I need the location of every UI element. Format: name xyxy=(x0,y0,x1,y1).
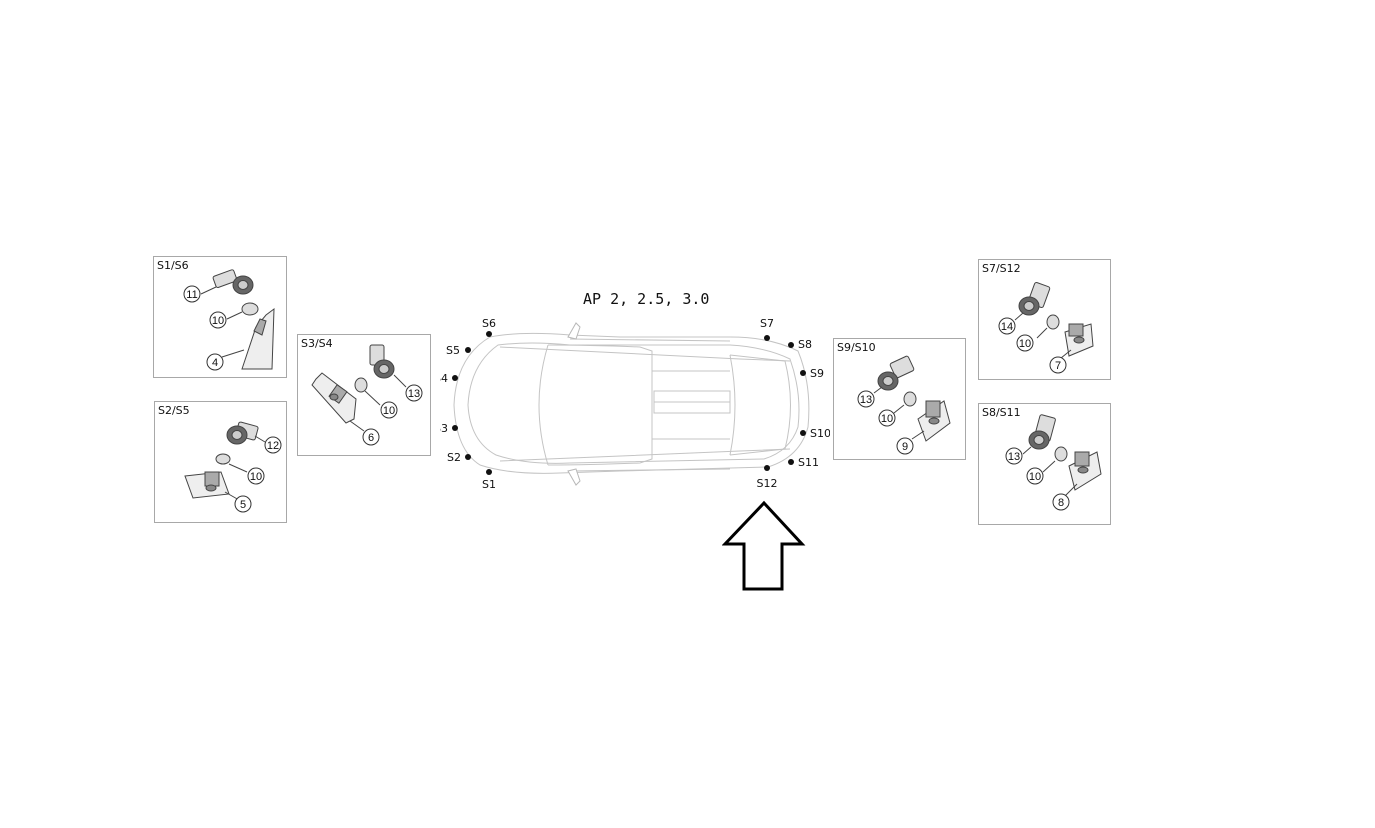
callout-number: 10 xyxy=(881,413,893,425)
sensor-bracket-icon xyxy=(221,307,275,370)
callout-number: 12 xyxy=(267,440,279,452)
sensor-label-s9: S9 xyxy=(810,367,824,380)
parking-sensor-icon xyxy=(873,355,915,394)
callout-number: 8 xyxy=(1058,497,1064,509)
callout-number: 10 xyxy=(212,315,224,327)
sensor-label-s4: S4 xyxy=(440,372,448,385)
panel-s7-s12: 14 10 7 S7/S12 xyxy=(978,259,1111,380)
sensor-points xyxy=(452,331,806,475)
sensor-label-s3: S3 xyxy=(440,422,448,435)
sensor-dot-s2 xyxy=(465,454,471,460)
sensor-dot-s10 xyxy=(800,430,806,436)
grommet-icon xyxy=(354,377,381,406)
sensor-dot-s5 xyxy=(465,347,471,353)
grommet-icon xyxy=(1036,314,1060,339)
sensor-dot-s12 xyxy=(764,465,770,471)
callout-number: 10 xyxy=(1029,471,1041,483)
callout-number: 7 xyxy=(1055,360,1061,372)
callout-number: 6 xyxy=(368,432,374,444)
sensor-bracket-icon xyxy=(184,471,240,501)
grommet-icon xyxy=(215,453,248,473)
car-top-view-icon: S1 S2 S3 S4 S5 S6 S7 S8 S9 S10 S11 S12 xyxy=(440,317,830,491)
sensor-dot-s6 xyxy=(486,331,492,337)
panel-s8-s11: 13 10 8 S8/S11 xyxy=(978,403,1111,525)
sensor-label-s7: S7 xyxy=(760,317,774,330)
panel-title: S9/S10 xyxy=(837,341,876,354)
panel-s1-s6: 11 10 4 S1/S6 xyxy=(153,256,287,378)
sensor-label-s1: S1 xyxy=(482,478,496,491)
parking-sensor-icon xyxy=(200,269,254,295)
parking-sensor-icon xyxy=(1022,414,1056,455)
parking-sensor-icon xyxy=(1014,281,1051,321)
diagram-title: AP 2, 2.5, 3.0 xyxy=(583,290,710,308)
grommet-icon xyxy=(893,391,917,414)
sensor-label-s12: S12 xyxy=(757,477,778,490)
sensor-bracket-icon xyxy=(311,372,365,432)
sensor-label-s8: S8 xyxy=(798,338,812,351)
sensor-assembly-drawing: 13 10 6 xyxy=(311,344,423,446)
parking-sensor-icon xyxy=(226,421,266,445)
sensor-label-s5: S5 xyxy=(446,344,460,357)
panel-title: S3/S4 xyxy=(301,337,333,350)
callout-number: 4 xyxy=(212,357,218,369)
grommet-icon xyxy=(226,302,259,320)
sensor-label-s10: S10 xyxy=(810,427,830,440)
up-arrow-outline-icon xyxy=(722,500,806,591)
sensor-assembly-drawing: 11 10 4 xyxy=(183,269,275,371)
callout-number: 13 xyxy=(860,394,872,406)
panel-title: S7/S12 xyxy=(982,262,1021,275)
sensor-assembly-drawing: 14 10 7 xyxy=(998,281,1094,374)
sensor-label-s6: S6 xyxy=(482,317,496,330)
sensor-assembly-drawing: 13 10 8 xyxy=(1005,414,1102,511)
parking-sensor-icon xyxy=(369,344,407,388)
sensor-label-s11: S11 xyxy=(798,456,819,469)
callout-number: 13 xyxy=(408,388,420,400)
sensor-dot-s8 xyxy=(788,342,794,348)
sensor-assembly-drawing: 13 10 9 xyxy=(857,355,951,455)
callout-number: 13 xyxy=(1008,451,1020,463)
sensor-bracket-icon xyxy=(1060,323,1094,359)
sensor-bracket-icon xyxy=(911,400,951,442)
sensor-dot-s7 xyxy=(764,335,770,341)
sensor-bracket-icon xyxy=(1064,451,1102,497)
callout-number: 5 xyxy=(240,499,246,511)
sensor-dot-s9 xyxy=(800,370,806,376)
callout-number: 11 xyxy=(186,289,197,301)
callout-number: 14 xyxy=(1001,321,1013,333)
grommet-icon xyxy=(1042,446,1068,473)
sensor-label-s2: S2 xyxy=(447,451,461,464)
callout-number: 10 xyxy=(250,471,262,483)
sensor-dot-s3 xyxy=(452,425,458,431)
callout-number: 10 xyxy=(1019,338,1031,350)
panel-s9-s10: 13 10 9 S9/S10 xyxy=(833,338,966,460)
sensor-dot-s4 xyxy=(452,375,458,381)
callout-number: 10 xyxy=(383,405,395,417)
callout-number: 9 xyxy=(902,441,908,453)
sensor-dot-s1 xyxy=(486,469,492,475)
panel-title: S1/S6 xyxy=(157,259,189,272)
panel-title: S2/S5 xyxy=(158,404,190,417)
panel-s2-s5: 12 10 5 S2/S5 xyxy=(154,401,287,523)
panel-s3-s4: 13 10 6 S3/S4 xyxy=(297,334,431,456)
sensor-assembly-drawing: 12 10 5 xyxy=(184,421,282,513)
sensor-dot-s11 xyxy=(788,459,794,465)
panel-title: S8/S11 xyxy=(982,406,1021,419)
